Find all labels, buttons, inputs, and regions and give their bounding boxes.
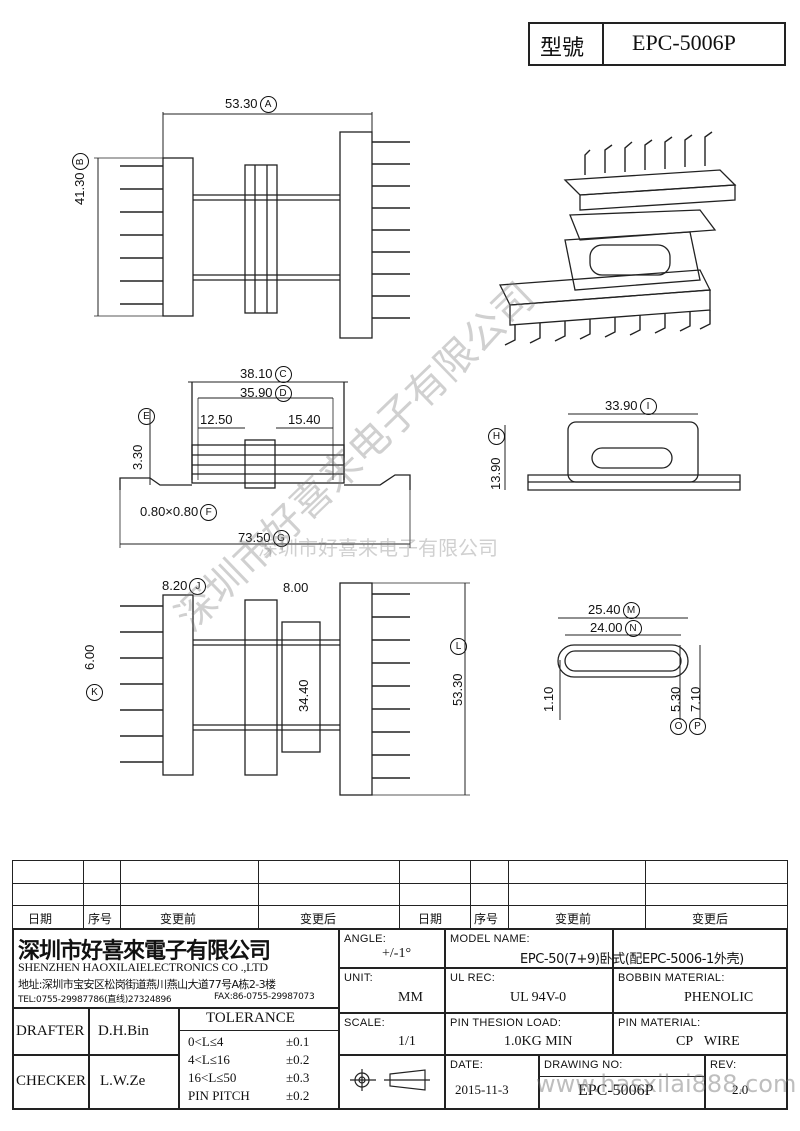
drawing-no-label: DRAWING NO: (544, 1059, 623, 1071)
rev-header-before: 变更前 (160, 912, 197, 926)
pin-material-label: PIN MATERIAL: (618, 1017, 701, 1029)
watermark-center: 深圳市好喜来电子有限公司 (258, 536, 498, 560)
rev-header-date: 日期 (28, 912, 53, 926)
dim-b: 41.30B (72, 153, 90, 205)
unit-value: MM (398, 990, 423, 1005)
dim-bottom-inner: 34.40 (296, 679, 311, 712)
bobbin-material-value: PHENOLIC (684, 990, 754, 1005)
dim-k: 6.00 (82, 644, 97, 670)
tolerance-value: ±0.2 (286, 1088, 310, 1103)
rev-header-after: 变更后 (300, 912, 337, 926)
company-tel: TEL:0755-29987786(直线)27324896 (18, 995, 172, 1005)
tolerance-range: PIN PITCH (188, 1088, 250, 1103)
unit-label: UNIT: (344, 972, 373, 984)
rev-header-before-2: 变更前 (555, 912, 592, 926)
dim-p: 7.10 (688, 686, 703, 712)
company-fax: FAX:86-0755-29987073 (214, 992, 315, 1002)
ul-rec-value: UL 94V-0 (510, 990, 567, 1005)
tolerance-range: 16<L≤50 (188, 1070, 237, 1085)
technical-drawing (94, 112, 741, 796)
tolerance-range: 4<L≤16 (188, 1052, 230, 1067)
angle-value: +/-1° (382, 946, 412, 961)
drafter-label: DRAFTER (16, 1023, 85, 1039)
tolerance-value: ±0.3 (286, 1070, 310, 1085)
dim-l: 53.30 (450, 673, 465, 706)
model-name-value: EPC-50(7+9)卧式(配EPC-5006-1外壳) (520, 952, 744, 967)
rev-header-seq-2: 序号 (474, 912, 499, 926)
model-name-label: MODEL NAME: (450, 933, 530, 945)
rev-header-date-2: 日期 (418, 912, 443, 926)
company-address: 地址:深圳市宝安区松岗街道燕川燕山大道77号A栋2-3楼 (18, 978, 276, 991)
bottom-view (120, 582, 470, 796)
pin-load-value: 1.0KG MIN (504, 1034, 573, 1049)
pin-material-value: CP WIRE (676, 1034, 740, 1049)
scale-label: SCALE: (344, 1017, 385, 1029)
tolerance-values: ±0.1 ±0.2 ±0.3 ±0.2 (286, 1033, 309, 1105)
model-header-label: 型號 (540, 36, 585, 61)
dim-e-tag: E (136, 408, 155, 426)
top-view (94, 112, 410, 339)
dim-e: 3.30 (130, 444, 145, 470)
dim-h-tag: H (486, 428, 505, 446)
rev-header-after-2: 变更后 (692, 912, 729, 926)
checker-name: L.W.Ze (100, 1073, 146, 1089)
angle-label: ANGLE: (344, 933, 387, 945)
dim-k-tag: K (84, 684, 103, 702)
model-header-value: EPC-5006P (632, 30, 736, 55)
dim-slot-wall: 1.10 (541, 686, 556, 712)
date-value: 2015-11-3 (455, 1082, 509, 1097)
dim-o: 5.30 (668, 686, 683, 712)
end-view (504, 413, 741, 491)
dim-bottom-flange: 8.00 (283, 580, 309, 595)
checker-label: CHECKER (16, 1073, 87, 1089)
date-label: DATE: (450, 1059, 484, 1071)
rev-value: 2.0 (732, 1082, 749, 1097)
tolerance-value: ±0.2 (286, 1052, 310, 1067)
tolerance-value: ±0.1 (286, 1034, 310, 1049)
dim-side-right: 15.40 (288, 412, 321, 427)
ul-rec-label: UL REC: (450, 972, 496, 984)
dim-side-left: 12.50 (200, 412, 233, 427)
company-name-en: SHENZHEN HAOXILAIELECTRONICS CO .,LTD (18, 960, 268, 974)
tolerance-range: 0<L≤4 (188, 1034, 224, 1049)
scale-value: 1/1 (398, 1034, 416, 1049)
drawing-no-value: EPC-5006P (578, 1082, 654, 1099)
tolerance-ranges: 0<L≤4 4<L≤16 16<L≤50 PIN PITCH (188, 1033, 250, 1105)
watermark-bottom: www.hasxilai888.com (536, 1070, 797, 1098)
tolerance-title: TOLERANCE (206, 1010, 295, 1026)
slot-view (557, 617, 701, 720)
rev-label: REV: (710, 1059, 737, 1071)
drafter-name: D.H.Bin (98, 1023, 149, 1039)
isometric-view (498, 131, 737, 346)
rev-header-seq: 序号 (88, 912, 113, 926)
model-header (528, 22, 786, 66)
company-name-cn: 深圳市好喜來電子有限公司 (18, 938, 271, 964)
dim-h: 13.90 (488, 457, 503, 490)
dim-l-tag: L (448, 638, 467, 656)
bobbin-material-label: BOBBIN MATERIAL: (618, 972, 725, 984)
pin-load-label: PIN THESION LOAD: (450, 1017, 562, 1029)
side-view (119, 381, 411, 548)
